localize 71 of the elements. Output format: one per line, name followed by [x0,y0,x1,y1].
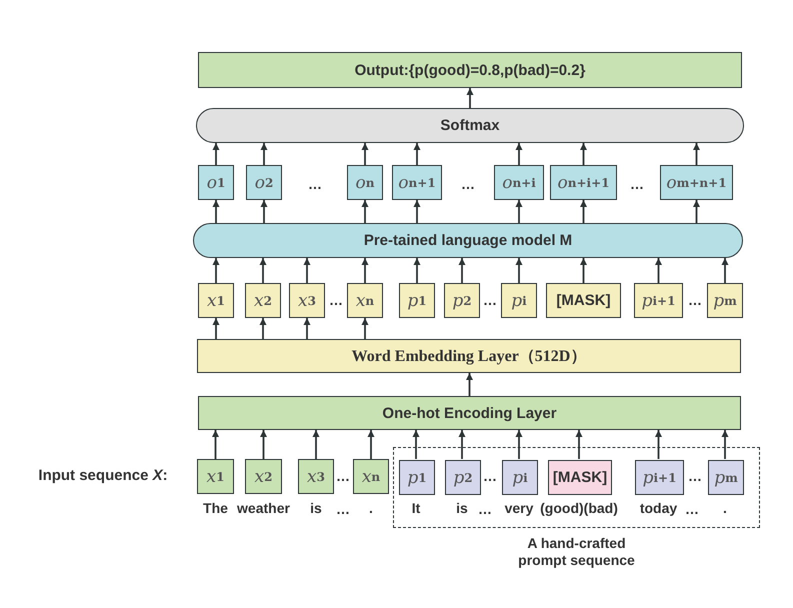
model-layer: Pre-tained language model M [193,223,743,258]
arrow [466,88,474,108]
group-title: A hand-crafted prompt sequence [517,535,636,569]
arrow [260,200,268,223]
output-box: Output:{p(good)=0.8,p(bad)=0.2} [198,52,742,88]
word-label: today [640,500,678,516]
arrow [362,258,368,283]
arrow [580,200,587,223]
arrow [368,430,374,459]
arrow [516,258,522,283]
arrow [516,200,522,223]
arrow [722,430,728,459]
arrow [212,200,220,223]
ellipsis-label: … [308,176,322,192]
arrow [516,143,522,165]
word-label: is [310,500,322,516]
arrow [212,318,220,339]
ellipsis-label: … [688,292,702,308]
ellipsis-label: … [483,292,497,308]
word-label: . [723,500,727,516]
arrow [722,258,728,283]
ellipsis-label: … [688,468,702,484]
ellipsis-label: … [329,292,343,308]
mask-token-box: [MASK] [548,460,612,495]
arrow [466,373,473,396]
arrow [260,258,266,283]
arrow [516,430,522,459]
arrow [412,430,420,459]
ellipsis-label: … [630,176,644,192]
arrow [212,258,220,283]
embedding-layer: Word Embedding Layer（512D） [197,339,741,373]
arrow [458,430,466,459]
ellipsis-label: … [336,501,350,517]
word-label: weather [237,500,290,516]
arrow [458,258,466,283]
arrow [212,143,220,165]
arrow [580,143,587,165]
word-label: . [369,500,373,516]
arrow [693,200,700,223]
arrow [212,430,219,459]
arrow [260,143,268,165]
arrow [655,258,662,283]
arrow [414,258,420,283]
arrow [260,318,266,339]
ellipsis-label: … [685,501,699,517]
word-label: (good)(bad) [540,500,618,516]
arrow [693,143,700,165]
ellipsis-label: … [478,501,492,517]
row-label: Input sequence X: [38,467,168,484]
arrow [304,318,310,339]
word-label: It [412,500,420,516]
arrow [260,430,267,459]
arrow [362,200,368,223]
arrow [655,430,662,459]
word-label: very [504,500,534,516]
arrow [414,143,420,165]
arrow [576,430,582,459]
ellipsis-label: … [461,176,475,192]
embedding-box: [MASK] [546,283,621,318]
arrow [362,143,368,165]
arrow [312,430,320,459]
word-label: The [203,500,228,516]
softmax-layer: Softmax [196,108,744,143]
ellipsis-label: … [336,468,350,484]
arrow [304,258,310,283]
ellipsis-label: … [483,468,497,484]
arrow [414,200,420,223]
encoding-layer: One-hot Encoding Layer [198,396,741,430]
word-label: is [456,500,468,516]
arrow [362,318,368,339]
arrow [580,258,587,283]
